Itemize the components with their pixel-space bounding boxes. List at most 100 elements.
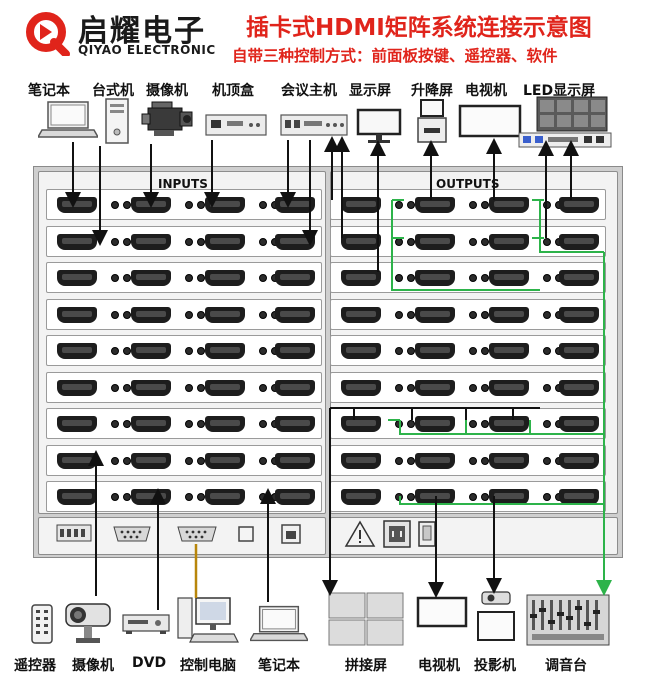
hdmi-port [415, 380, 455, 396]
output-card-9 [330, 481, 606, 512]
hdmi-port [341, 270, 381, 286]
bottom-label-remote: 遥控器 [14, 658, 56, 674]
power-panel [330, 517, 618, 555]
hdmi-port [341, 416, 381, 432]
bottom-label-camera: 摄像机 [72, 658, 114, 674]
hdmi-port [415, 234, 455, 250]
hdmi-port [489, 343, 529, 359]
audio-jack [481, 457, 489, 465]
audio-jack [185, 311, 193, 319]
audio-jack [543, 384, 551, 392]
hdmi-port [415, 307, 455, 323]
audio-jack [469, 347, 477, 355]
hdmi-port [489, 234, 529, 250]
top-label-desktop: 台式机 [92, 83, 134, 99]
hdmi-port [275, 416, 315, 432]
audio-jack [543, 347, 551, 355]
audio-jack [111, 457, 119, 465]
bottom-label-mixer: 调音台 [545, 658, 587, 674]
rs232-port-icon [113, 526, 151, 542]
logo-icon [26, 12, 70, 56]
audio-jack [197, 238, 205, 246]
remote-control-icon [31, 604, 53, 644]
lan-port-icon [281, 524, 301, 544]
logo-name: 启耀电子 [78, 14, 206, 49]
hdmi-port [131, 270, 171, 286]
audio-jack [123, 201, 131, 209]
audio-jack [185, 420, 193, 428]
audio-jack [197, 274, 205, 282]
hdmi-port [489, 307, 529, 323]
header: 启耀电子 QIYAO ELECTRONIC 插卡式HDMI矩阵系统连接示意图 自… [0, 0, 650, 80]
audio-jack [123, 347, 131, 355]
laptop-icon [38, 101, 98, 138]
hdmi-port [559, 197, 599, 213]
audio-jack [197, 457, 205, 465]
audio-jack [197, 311, 205, 319]
audio-jack [123, 493, 131, 501]
hdmi-port [559, 453, 599, 469]
audio-jack [543, 311, 551, 319]
hdmi-port [341, 453, 381, 469]
hdmi-port [57, 197, 97, 213]
audio-jack [111, 274, 119, 282]
top-label-led-display: LED显示屏 [523, 83, 596, 99]
hdmi-port [275, 380, 315, 396]
warning-label-icon [344, 520, 376, 547]
hdmi-port [415, 453, 455, 469]
input-card-6 [46, 372, 322, 403]
audio-jack [395, 347, 403, 355]
hdmi-port [57, 489, 97, 505]
hdmi-port [559, 270, 599, 286]
audio-jack [407, 238, 415, 246]
audio-jack [395, 201, 403, 209]
hdmi-port [205, 343, 245, 359]
audio-jack [395, 420, 403, 428]
hdmi-port [275, 489, 315, 505]
hdmi-port [341, 343, 381, 359]
audio-jack [469, 238, 477, 246]
hdmi-port [415, 270, 455, 286]
audio-jack [481, 420, 489, 428]
hdmi-port [559, 489, 599, 505]
hdmi-port [131, 453, 171, 469]
audio-jack [123, 384, 131, 392]
hdmi-port [415, 416, 455, 432]
audio-jack [407, 457, 415, 465]
hdmi-port [415, 343, 455, 359]
projector-icon [477, 591, 515, 641]
conference-host-icon [280, 114, 348, 136]
serial-control-port-icon [177, 526, 217, 542]
led-display-icon [536, 96, 608, 132]
video-camera-icon [141, 101, 193, 136]
hdmi-port [131, 489, 171, 505]
laptop-icon-bottom [250, 605, 308, 642]
audio-jack [123, 274, 131, 282]
audio-jack [111, 384, 119, 392]
output-card-1 [330, 189, 606, 220]
audio-jack [481, 238, 489, 246]
audio-jack [469, 384, 477, 392]
hdmi-port [57, 270, 97, 286]
audio-jack [123, 311, 131, 319]
output-card-7 [330, 408, 606, 439]
input-card-8 [46, 445, 322, 476]
hdmi-port [275, 307, 315, 323]
audio-jack [259, 347, 267, 355]
logo-english: QIYAO ELECTRONIC [78, 43, 216, 57]
audio-jack [111, 420, 119, 428]
audio-jack [197, 420, 205, 428]
audio-jack [259, 384, 267, 392]
video-wall-icon [328, 592, 404, 646]
audio-jack [469, 274, 477, 282]
dvd-player-icon [122, 614, 170, 634]
top-label-tv: 电视机 [465, 83, 507, 99]
page-subtitle: 自带三种控制方式：前面板按键、遥控器、软件 [232, 47, 558, 65]
audio-jack [543, 238, 551, 246]
hdmi-port [341, 234, 381, 250]
audio-jack [123, 420, 131, 428]
desktop-tower-icon [105, 98, 129, 144]
audio-jack [197, 201, 205, 209]
hdmi-port [57, 380, 97, 396]
audio-jack [407, 347, 415, 355]
